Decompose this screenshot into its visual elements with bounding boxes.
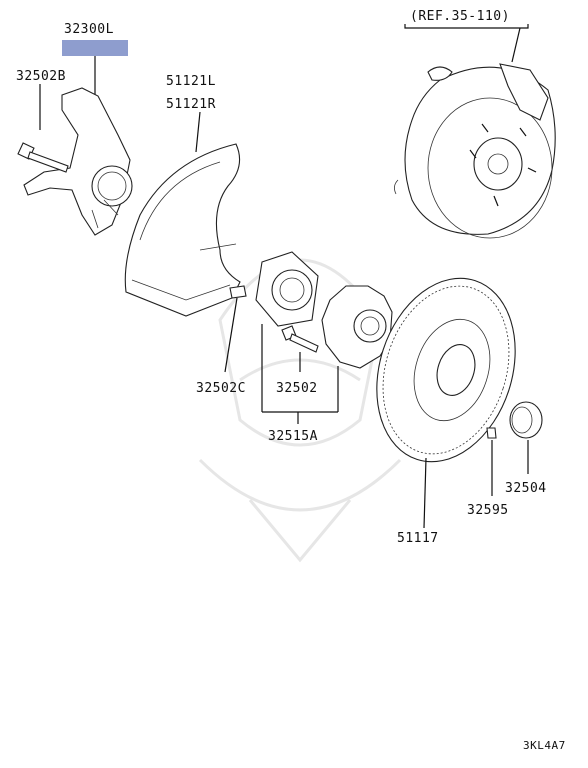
hub-assembly-bracket — [261, 324, 339, 424]
brake-assembly-reference — [394, 63, 556, 239]
reference-label: (REF.35-110) — [410, 9, 510, 24]
dust-shield — [124, 111, 241, 317]
label-bolt: 32502 — [276, 381, 318, 396]
footer-code: 3KL4A7 — [523, 739, 566, 752]
screw — [486, 427, 497, 496]
hub-cap — [509, 401, 543, 474]
steering-knuckle — [23, 40, 133, 236]
hub-bearing — [255, 251, 319, 327]
label-bolt-c: 32502C — [196, 381, 246, 396]
label-knuckle: 32300L — [64, 22, 114, 37]
label-hub-assembly: 32515A — [268, 429, 318, 444]
reference-callout: (REF.35-110) — [404, 9, 529, 63]
label-brake-disc: 51117 — [397, 531, 439, 546]
highlight-box — [62, 40, 128, 56]
hub-bolt — [281, 325, 319, 353]
brake-disc — [376, 277, 516, 529]
label-dust-shield-r: 51121R — [166, 97, 216, 112]
bolt-c — [224, 285, 247, 373]
label-screw: 32595 — [467, 503, 509, 518]
knuckle-bolt — [17, 84, 69, 173]
label-dust-shield-l: 51121L — [166, 74, 216, 89]
label-hub-cap: 32504 — [505, 481, 547, 496]
label-knuckle-bolt: 32502B — [16, 69, 66, 84]
